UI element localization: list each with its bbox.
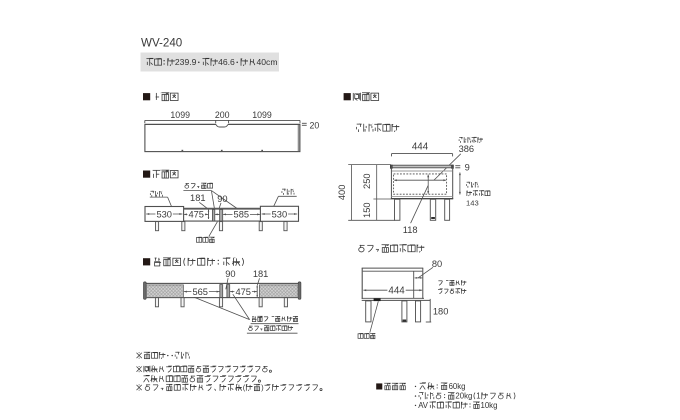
svg-text:200: 200 xyxy=(215,110,230,120)
svg-text:1099: 1099 xyxy=(170,110,190,120)
svg-text:80: 80 xyxy=(432,259,442,269)
svg-text:444: 444 xyxy=(412,141,429,152)
svg-text:180: 180 xyxy=(433,307,449,317)
svg-text:AV: AV xyxy=(418,401,429,410)
svg-text:90: 90 xyxy=(217,194,227,204)
svg-text:20: 20 xyxy=(310,120,320,130)
svg-text:10kg: 10kg xyxy=(481,401,498,410)
svg-text:585: 585 xyxy=(234,210,250,220)
svg-text:444: 444 xyxy=(388,286,405,297)
svg-text:386: 386 xyxy=(459,144,475,154)
svg-text:250: 250 xyxy=(362,173,372,189)
svg-text:46.6: 46.6 xyxy=(218,57,235,67)
svg-text:118: 118 xyxy=(403,225,418,235)
svg-text:1099: 1099 xyxy=(252,110,272,120)
svg-text:90: 90 xyxy=(225,269,235,279)
svg-text:400: 400 xyxy=(337,185,347,201)
svg-text:530: 530 xyxy=(156,209,172,219)
svg-text:565: 565 xyxy=(192,287,208,297)
svg-text:150: 150 xyxy=(362,202,372,218)
svg-text:181: 181 xyxy=(253,269,269,279)
svg-text:530: 530 xyxy=(272,209,288,219)
svg-text:40cm: 40cm xyxy=(257,57,278,67)
svg-text:): ) xyxy=(261,383,264,392)
svg-text:143: 143 xyxy=(466,198,479,207)
svg-text:181: 181 xyxy=(190,193,206,203)
svg-text:1: 1 xyxy=(476,392,480,401)
svg-text:475: 475 xyxy=(235,287,251,297)
svg-text:239.9: 239.9 xyxy=(175,57,197,67)
svg-text:9: 9 xyxy=(465,162,470,172)
svg-text:60kg: 60kg xyxy=(449,382,466,391)
svg-text:WV-240: WV-240 xyxy=(141,37,182,50)
svg-text:20kg: 20kg xyxy=(455,392,472,401)
svg-text:(: ( xyxy=(243,383,246,392)
svg-text:475: 475 xyxy=(188,210,204,220)
